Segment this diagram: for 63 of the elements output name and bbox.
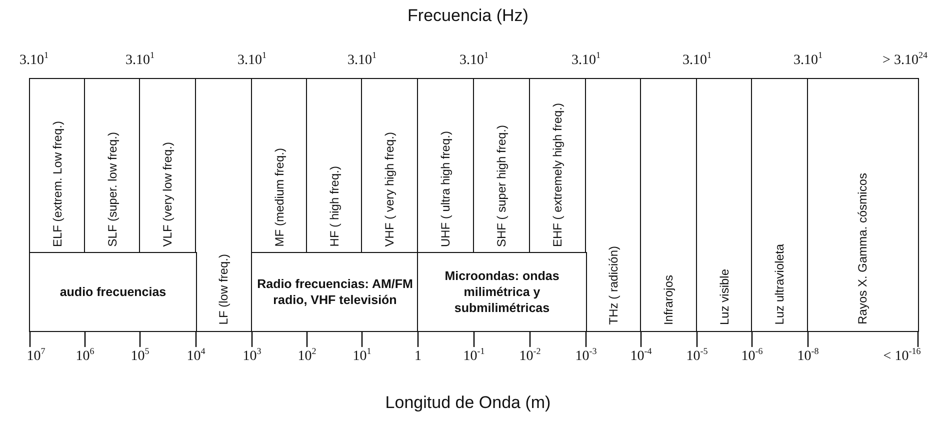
spectrum-band-box: [195, 78, 253, 332]
wavelength-tick-label: 10$^{-8}$: [797, 349, 819, 365]
group-label: audio frecuencias: [58, 284, 168, 300]
wavelength-tick-label: 10$^{2}$: [298, 349, 316, 365]
wavelength-tick-label: 10$^{-3}$: [575, 349, 597, 365]
wavelength-tick-label: 10$^{7}$: [26, 349, 46, 365]
spectrum-band-box: [29, 78, 86, 254]
wavelength-tick-label: 10$^{4}$: [186, 349, 206, 365]
wavelength-tick-label: 10$^{-6}$: [741, 349, 763, 365]
wavelength-tick-label: 10$^{1}$: [352, 349, 372, 365]
spectrum-band-box: [473, 78, 531, 254]
spectrum-band-box: [417, 78, 475, 254]
frequency-tick-label: 3.10$^{1}$: [126, 53, 154, 69]
frequency-tick-label: 3.10$^{1}$: [572, 53, 600, 69]
band-label: ELF (extrem. Low freq.): [51, 120, 64, 247]
band-group-box: [29, 252, 197, 332]
frequency-tick-label: > 3.10$^{24}$: [882, 53, 928, 69]
band-label: MF (medium freq.): [273, 148, 286, 247]
group-label: Radio frecuencias: AM/FM radio, VHF televisión: [256, 276, 414, 308]
wavelength-tick-label: 10$^{3}$: [242, 349, 262, 365]
band-label: THz ( radición): [607, 246, 620, 325]
spectrum-band-box: [585, 78, 642, 332]
band-label: VHF ( very high freq.): [384, 132, 396, 247]
spectrum-band-box: [640, 78, 698, 332]
band-label: HF ( high freq.): [328, 166, 341, 247]
frequency-tick-label: 3.10$^{1}$: [794, 53, 822, 69]
axis-title: Longitud de Onda (m): [385, 393, 551, 413]
band-label: Luz ultravioleta: [774, 244, 786, 325]
spectrum-band-box: [696, 78, 753, 332]
wavelength-tick-label: 10$^{-4}$: [630, 349, 652, 365]
wavelength-tick-label: 1: [414, 349, 422, 365]
spectrum-band-box: [84, 78, 141, 254]
band-label: Luz visible: [718, 268, 731, 325]
group-label: Microondas: ondas milimétrica y submilimétricas: [444, 268, 560, 316]
band-label: UHF ( ultra high freq.): [440, 130, 452, 247]
spectrum-band-box: [139, 78, 197, 254]
band-group-box: [417, 252, 587, 332]
band-label: VLF (very low freq.): [162, 142, 174, 247]
frequency-tick-label: 3.10$^{1}$: [460, 53, 488, 69]
frequency-tick-label: 3.10$^{1}$: [348, 53, 376, 69]
spectrum-band-box: [361, 78, 419, 254]
frequency-tick-label: 3.10$^{1}$: [682, 53, 712, 69]
band-label: Infrarojos: [662, 274, 676, 325]
frequency-tick-label: 3.10$^{1}$: [20, 53, 48, 69]
spectrum-band-box: [807, 78, 919, 332]
band-label: EHF ( extremely high freq.): [552, 102, 564, 247]
band-group-box: [251, 252, 419, 332]
spectrum-band-box: [529, 78, 587, 254]
wavelength-tick-label: < 10$^{-16}$: [883, 349, 921, 365]
band-label: Rayos X. Gamma. cósmicos: [856, 173, 870, 325]
axis-title: Frecuencia (Hz): [408, 6, 528, 26]
wavelength-tick-label: 10$^{-5}$: [686, 349, 708, 365]
wavelength-tick-label: 10$^{-1}$: [463, 349, 485, 365]
frequency-tick-label: 3.10$^{1}$: [238, 53, 266, 69]
spectrum-band-box: [306, 78, 363, 254]
wavelength-tick-label: 10$^{5}$: [130, 349, 150, 365]
wavelength-tick-label: 10$^{6}$: [76, 349, 94, 365]
band-label: SLF (super. low freq.): [106, 132, 119, 247]
band-label: LF (low freq.): [218, 254, 230, 325]
wavelength-tick-label: 10$^{-2}$: [519, 349, 541, 365]
spectrum-band-box: [751, 78, 809, 332]
spectrum-band-box: [251, 78, 308, 254]
band-label: SHF ( super high freq.): [496, 124, 508, 247]
